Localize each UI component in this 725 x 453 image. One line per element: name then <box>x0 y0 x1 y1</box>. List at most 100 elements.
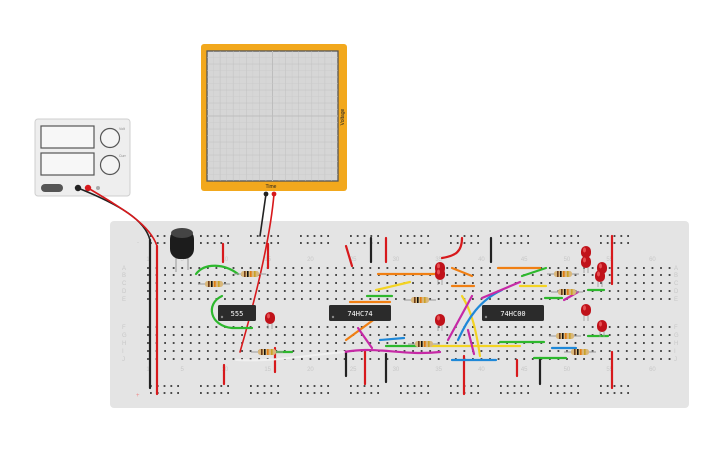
rail-hole <box>427 385 429 387</box>
strip-hole <box>275 342 278 344</box>
strip-hole <box>258 282 261 284</box>
wire-magenta[interactable] <box>356 326 374 350</box>
strip-hole <box>412 326 414 328</box>
strip-hole <box>352 282 355 284</box>
wire-red[interactable] <box>344 244 354 268</box>
current-knob[interactable] <box>99 154 121 176</box>
led[interactable] <box>581 304 591 321</box>
strip-hole <box>480 342 483 344</box>
rail-hole <box>613 385 616 387</box>
resistor[interactable] <box>549 333 581 339</box>
rail-hole <box>227 392 229 394</box>
strip-hole <box>557 350 560 352</box>
chip-555[interactable]: 555 <box>218 305 256 321</box>
rail-hole <box>177 385 179 387</box>
led[interactable] <box>597 320 607 337</box>
power-supply[interactable]: Volt Curr <box>34 118 131 197</box>
led[interactable] <box>581 256 591 273</box>
scope-positive-lead[interactable] <box>239 193 275 353</box>
chip-74hc00[interactable]: 74HC00 <box>482 305 544 321</box>
breadboard[interactable]: 1155101015152020252530303535404045455050… <box>110 221 689 408</box>
wire-white[interactable] <box>235 351 345 362</box>
strip-hole <box>326 358 329 360</box>
resistor[interactable] <box>234 271 266 277</box>
strip-hole <box>608 282 611 284</box>
strip-hole <box>583 274 585 276</box>
strip-hole <box>301 290 303 292</box>
strip-hole <box>608 350 611 352</box>
resistor[interactable] <box>408 341 440 347</box>
wire-green[interactable] <box>210 294 254 330</box>
rail-hole <box>256 392 259 394</box>
strip-hole <box>266 334 269 336</box>
strip-hole <box>241 282 243 284</box>
row-letter-right: C <box>674 281 679 287</box>
strip-hole <box>249 358 252 360</box>
rail-hole <box>477 235 479 237</box>
rail-hole <box>570 235 573 237</box>
led[interactable] <box>581 246 591 263</box>
ground-terminal[interactable] <box>96 186 100 190</box>
psu-positive-lead[interactable] <box>87 187 158 247</box>
wire-yellow[interactable] <box>374 280 412 292</box>
column-number-top: 60 <box>649 257 656 263</box>
rail-hole <box>250 242 252 244</box>
strip-hole <box>523 282 526 284</box>
wire-orange[interactable] <box>344 316 378 342</box>
wire-red[interactable] <box>440 236 464 260</box>
voltage-knob[interactable] <box>99 127 121 149</box>
resistor[interactable] <box>547 271 579 277</box>
strip-hole <box>164 342 166 344</box>
oscilloscope[interactable]: Time Voltage <box>201 44 347 197</box>
wire-orange[interactable] <box>450 266 474 278</box>
strip-hole <box>232 290 235 292</box>
strip-hole <box>206 290 209 292</box>
strip-hole <box>403 350 406 352</box>
strip-hole <box>283 274 286 276</box>
wire-magenta[interactable] <box>480 280 522 300</box>
resistor[interactable] <box>198 281 230 287</box>
wire-yellow[interactable] <box>460 294 482 358</box>
rail-hole <box>570 242 573 244</box>
led[interactable] <box>595 270 605 287</box>
strip-hole <box>651 298 654 300</box>
rail-hole <box>156 235 159 237</box>
strip-hole <box>301 326 303 328</box>
rail-hole <box>620 242 623 244</box>
rail-hole <box>420 392 423 394</box>
resistor[interactable] <box>551 289 583 295</box>
strip-hole <box>172 290 175 292</box>
power-switch[interactable] <box>41 184 63 192</box>
strip-hole <box>189 350 192 352</box>
strip-hole <box>360 326 363 328</box>
wire-magenta[interactable] <box>342 348 442 355</box>
resistor[interactable] <box>251 349 283 355</box>
strip-hole <box>283 298 286 300</box>
led[interactable] <box>435 314 445 331</box>
scope-negative-lead[interactable] <box>259 193 267 237</box>
led[interactable] <box>435 268 445 285</box>
rail-hole <box>356 385 359 387</box>
voltage-knob-label: Volt <box>119 127 125 131</box>
strip-hole <box>540 282 543 284</box>
wire-magenta[interactable] <box>446 294 474 342</box>
chip-74hc74[interactable]: 74HC74 <box>329 305 391 321</box>
row-letter-left: H <box>122 341 126 347</box>
wire-magenta[interactable] <box>466 328 476 356</box>
strip-hole <box>420 326 423 328</box>
led[interactable] <box>265 312 275 329</box>
strip-hole <box>147 342 149 344</box>
current-knob-label: Curr <box>119 154 127 158</box>
wire-blue[interactable] <box>378 336 406 342</box>
strip-hole <box>224 290 226 292</box>
resistor[interactable] <box>404 297 436 303</box>
strip-hole <box>318 342 320 344</box>
strip-hole <box>172 298 175 300</box>
electrolytic-capacitor[interactable] <box>170 228 194 272</box>
wire-green[interactable] <box>194 264 240 276</box>
oscilloscope-grid <box>207 51 338 181</box>
resistor[interactable] <box>564 349 596 355</box>
rail-hole <box>277 242 279 244</box>
wire-green[interactable] <box>520 266 548 278</box>
strip-hole <box>514 358 517 360</box>
